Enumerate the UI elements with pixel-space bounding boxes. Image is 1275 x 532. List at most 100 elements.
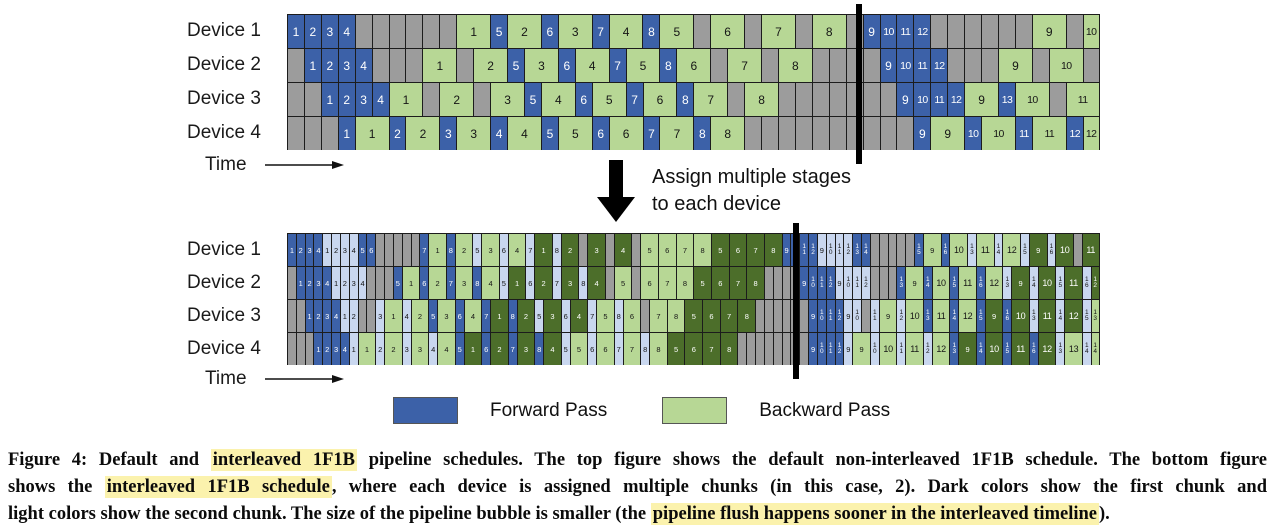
caption-line: shows the interleaved 1F1B schedule, whe… (8, 474, 1267, 501)
forward-cell: 8 (507, 299, 517, 332)
forward-cell: 4 (339, 332, 349, 365)
backward-cell: 10 (1037, 266, 1056, 299)
backward-cell: 12 (958, 299, 976, 332)
backward-cell: 2 (454, 233, 473, 266)
device-label: Device 4 (187, 122, 261, 143)
forward-cell: 11 (896, 14, 914, 48)
idle-cell (799, 299, 809, 332)
forward-cell: 5 (507, 48, 524, 82)
idle-cell (366, 266, 376, 299)
forward-cell: 6 (498, 233, 508, 266)
forward-cell: 8 (534, 332, 544, 365)
forward-cell: 2 (388, 116, 406, 150)
backward-cell: 9 (958, 332, 976, 365)
forward-cell: 3 (337, 48, 355, 82)
idle-cell (828, 82, 846, 116)
idle-cell (354, 14, 372, 48)
backward-cell: 12 (1082, 116, 1100, 150)
backward-cell: 4 (507, 233, 526, 266)
backward-cell: 4 (543, 332, 561, 365)
idle-cell (371, 48, 389, 82)
forward-cell: 3 (322, 299, 332, 332)
backward-cell: 2 (516, 299, 535, 332)
forward-cell: 1 (287, 233, 296, 266)
idle-cell (781, 299, 791, 332)
idle-cell (473, 82, 491, 116)
backward-cell: 6 (657, 233, 676, 266)
caption-text: light colors show the second chunk. The … (8, 504, 651, 524)
idle-cell (755, 299, 764, 332)
forward-cell: 6 (560, 299, 570, 332)
forward-cell: 10 (879, 14, 897, 48)
forward-cell: 12 (913, 14, 931, 48)
backward-cell: 1 (384, 299, 402, 332)
backward-cell: 11 (1065, 82, 1100, 116)
backward-cell: 2 (439, 82, 474, 116)
backward-cell: 10 (981, 116, 1015, 150)
backward-cell: 8 (710, 116, 745, 150)
forward-cell: 7 (507, 332, 517, 365)
backward-cell: 1 (456, 14, 491, 48)
idle-cell (405, 48, 423, 82)
idle-cell (811, 82, 829, 116)
idle-cell (828, 48, 846, 82)
forward-cell: 7 (625, 82, 643, 116)
backward-cell: 4 (507, 116, 541, 150)
idle-cell (879, 116, 897, 150)
idle-cell (304, 332, 314, 365)
idle-cell (405, 14, 423, 48)
backward-cell: 12 (984, 266, 1003, 299)
idle-cell (737, 332, 747, 365)
backward-cell: 6 (676, 48, 711, 82)
backward-cell: 5 (613, 266, 632, 299)
idle-cell (862, 48, 880, 82)
idle-cell (878, 233, 888, 266)
idle-cell (287, 82, 304, 116)
forward-cell: 5 (490, 14, 508, 48)
backward-cell: 2 (534, 266, 552, 299)
forward-cell: 7 (481, 299, 491, 332)
backward-cell: 7 (727, 48, 762, 82)
forward-cell: 9 (843, 299, 853, 332)
backward-cell: 8 (746, 266, 764, 299)
idle-cell (869, 266, 879, 299)
caption-text: pipeline schedules. The top figure shows… (357, 450, 1267, 470)
backward-cell: 4 (481, 266, 499, 299)
legend-forward-label: Forward Pass (490, 399, 608, 421)
backward-cell: 7 (728, 266, 747, 299)
idle-cell (763, 266, 773, 299)
caption-line: light colors show the second chunk. The … (8, 501, 1267, 528)
idle-cell (746, 332, 756, 365)
backward-cell: 4 (608, 14, 643, 48)
backward-cell: 9 (922, 233, 941, 266)
backward-cell: 1 (428, 233, 446, 266)
forward-cell: 4 (322, 266, 332, 299)
idle-cell (981, 14, 998, 48)
backward-cell: 5 (596, 299, 614, 332)
idle-cell (287, 266, 296, 299)
annotation-line2: to each device (652, 193, 781, 215)
idle-cell (761, 48, 778, 82)
caption-highlight: interleaved 1F1B (210, 449, 357, 471)
forward-cell: 7 (587, 299, 597, 332)
